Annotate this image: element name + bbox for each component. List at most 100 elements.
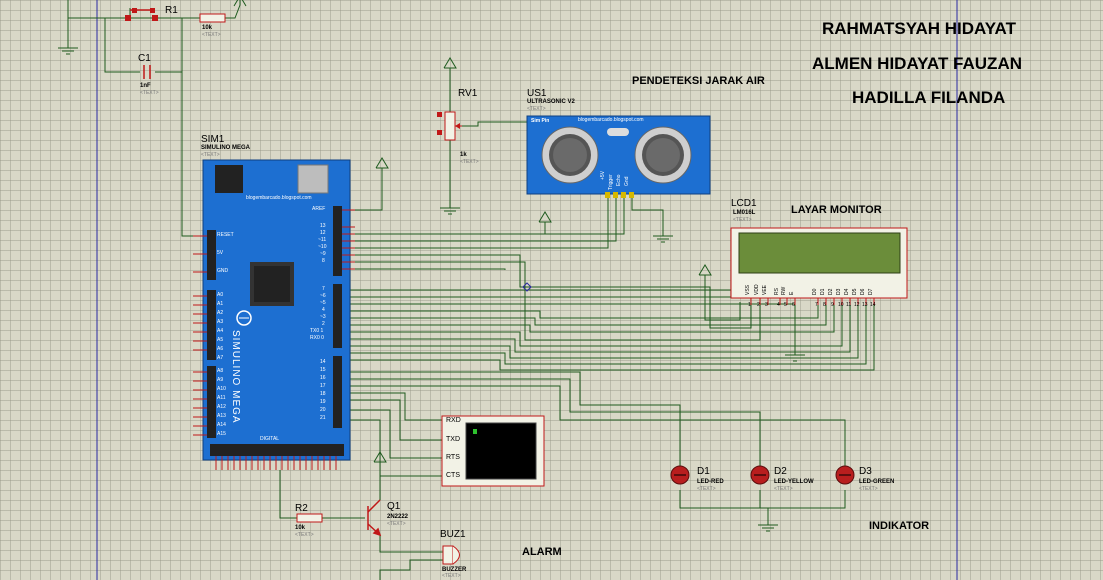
ultrasonic-module [526,115,711,198]
d2-text: <TEXT> [774,486,793,492]
lcd-pin-num-5: 5 [784,302,787,308]
d3-text: <TEXT> [859,486,878,492]
lcd-pin-vss: VSS [745,284,751,295]
sim1-ref[interactable]: SIM1 [201,134,225,145]
terminal-pin-rts: RTS [446,454,460,461]
r1-switch [125,8,160,21]
terminal-pin-txd: TXD [446,436,460,443]
lcd-pin-num-8: 8 [823,302,826,308]
r1-ref[interactable]: R1 [165,5,178,16]
d2-value: LED-YELLOW [774,479,814,485]
sim1-pin-16: 16 [320,375,326,381]
lcd-module [730,227,908,299]
sim1-pin-4: 4 [322,307,325,313]
c1-body [143,65,151,79]
lcd-pin-e: E [789,291,795,295]
sim1-pin-a10: A10 [217,386,226,392]
lcd1-value: LM016L [733,210,756,216]
sim1-brand: SIMULINO MEGA [230,330,241,424]
leds [670,465,855,485]
lcd-pin-rs: RS [774,288,780,295]
sim1-pin-a15: A15 [217,431,226,437]
us1-pin-gnd: Gnd [624,176,630,186]
sim1-pin-8: 8 [322,258,325,264]
lcd-pin-num-1: 1 [748,302,751,308]
q1-ref[interactable]: Q1 [387,501,401,512]
buz1-body [442,545,460,565]
d1-value: LED-RED [697,479,724,485]
sim1-pin-12: 12 [320,230,326,236]
sim1-pin-13: 13 [320,223,326,229]
sim1-pin-5: ~5 [320,300,326,306]
r2-body [296,513,323,523]
lcd-pin-d0: D0 [812,288,818,295]
lcd-pin-d5: D5 [852,288,858,295]
lcd-pin-num-6: 6 [792,302,795,308]
lcd-pin-d2: D2 [828,288,834,295]
lcd-pin-num-9: 9 [831,302,834,308]
sim1-pin-a14: A14 [217,422,226,428]
sim1-pin-3: ~3 [320,314,326,320]
terminal-pin-rxd: RXD [446,417,461,424]
lcd-pin-rw: RW [781,286,787,295]
us1-pcb-site: blogembarcado.blogspot.com [578,117,644,123]
sim1-bottom-label: DIGITAL [260,436,280,442]
d1-ref[interactable]: D1 [697,466,710,477]
rv1-text: <TEXT> [460,159,479,165]
lcd-pin-num-7: 7 [815,302,818,308]
lcd1-ref[interactable]: LCD1 [731,198,757,209]
d3-value: LED-GREEN [859,479,895,485]
rv1-value: 1k [460,152,467,158]
sim1-pin-a11: A11 [217,395,226,401]
lcd-pin-vee: VEE [762,284,768,295]
rv1-ref[interactable]: RV1 [458,88,478,99]
sim1-pin-18: 18 [320,391,326,397]
sim1-pin-20: 20 [320,407,326,413]
r2-ref[interactable]: R2 [295,503,308,514]
c1-value: 1nF [140,83,151,89]
lcd-pin-num-10: 10 [838,302,844,308]
power-symbols [233,0,712,463]
sim1-pin-a6: A6 [217,346,224,352]
sim1-pin-a8: A8 [217,368,224,374]
c1-ref[interactable]: C1 [138,53,151,64]
lcd-section-label: LAYAR MONITOR [791,204,882,216]
lcd-pin-num-2: 2 [757,302,760,308]
buz1-ref[interactable]: BUZ1 [440,529,466,540]
sim1-pin-aref: AREF [312,206,326,212]
us1-ref[interactable]: US1 [527,88,547,99]
sim1-pin-a0: A0 [217,292,224,298]
rv1-body [437,111,462,141]
sim1-pin-10: ~10 [318,244,327,250]
terminal-pin-cts: CTS [446,472,460,479]
sim1-pin-reset: RESET [217,232,234,238]
lcd-pin-num-12: 12 [854,302,860,308]
r1-body [199,13,226,23]
q1-body [367,499,382,537]
sim1-pin-a9: A9 [217,377,224,383]
sim1-pin-19: 19 [320,399,326,405]
q1-value: 2N2222 [387,514,409,520]
sim1-pin-a7: A7 [217,355,224,361]
sim1-pin-a2: A2 [217,310,224,316]
r2-value: 10k [295,525,306,531]
lcd1-text: <TEXT> [733,217,752,223]
d3-ref[interactable]: D3 [859,466,872,477]
sim1-pin-9: ~9 [320,251,326,257]
c1-text: <TEXT> [140,90,159,96]
sim1-pin-7: 7 [322,286,325,292]
sim1-pin-15: 15 [320,367,326,373]
us1-pcb-label: Sim Pin [531,118,550,124]
sim1-site: blogembarcado.blogspot.com [246,195,312,201]
d2-ref[interactable]: D2 [774,466,787,477]
lcd-pin-d4: D4 [844,288,850,295]
indicator-section-label: INDIKATOR [869,520,930,532]
lcd-pin-vdd: VDD [754,284,760,295]
lcd-pin-stubs [750,298,875,305]
title-line-1: RAHMATSYAH HIDAYAT [822,19,1016,38]
buz1-value: BUZZER [442,567,467,573]
sim1-pin-21: 21 [320,415,326,421]
sim1-pin-a5: A5 [217,337,224,343]
